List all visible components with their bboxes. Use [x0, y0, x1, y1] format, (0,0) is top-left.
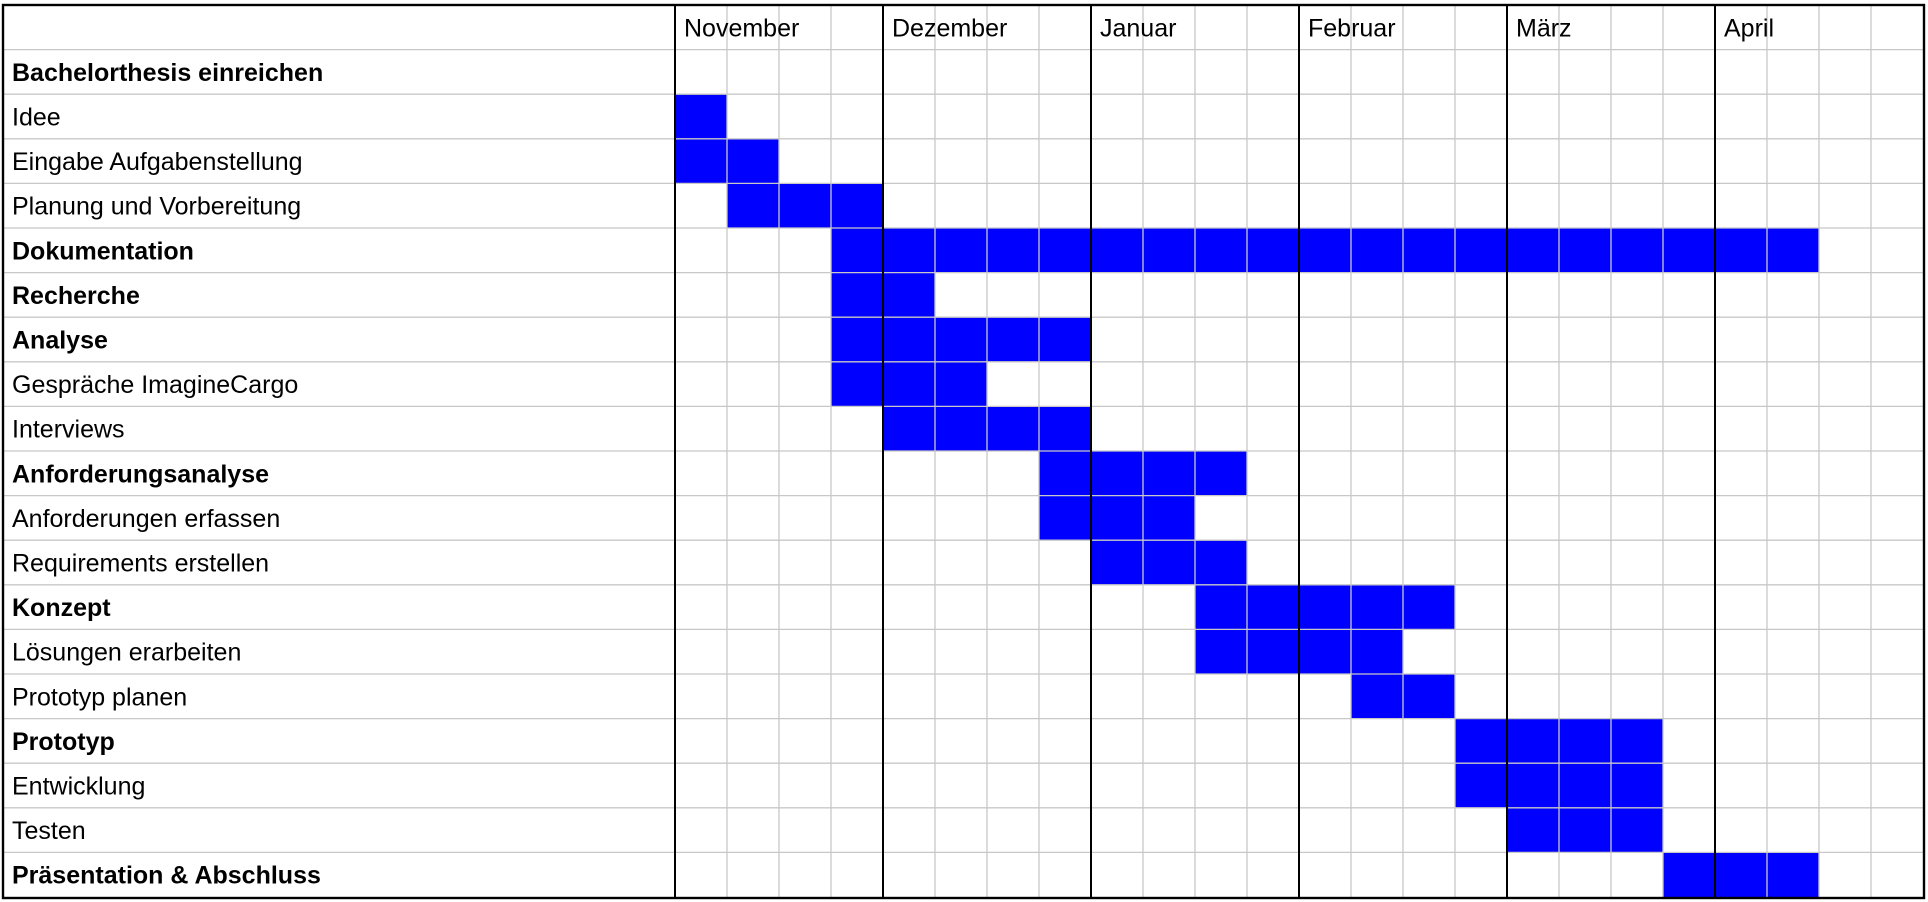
task-label: Entwicklung	[12, 773, 145, 801]
task-bar	[1091, 540, 1247, 585]
task-bar	[675, 94, 727, 139]
task-bar	[1195, 584, 1455, 630]
task-bar	[727, 183, 883, 228]
task-label: Gespräche ImagineCargo	[12, 371, 298, 399]
task-label: Requirements erstellen	[12, 550, 269, 578]
task-label: Analyse	[12, 327, 108, 355]
month-label: März	[1516, 14, 1572, 42]
task-bar	[1663, 852, 1819, 897]
task-bar	[1507, 807, 1663, 853]
month-label: November	[684, 14, 799, 42]
month-headers: November Dezember Januar Februar März April	[684, 14, 1774, 42]
task-label: Lösungen erarbeiten	[12, 639, 241, 667]
task-label: Interviews	[12, 416, 125, 444]
month-label: April	[1724, 14, 1774, 42]
task-label: Dokumentation	[12, 237, 194, 265]
task-label: Planung und Vorbereitung	[12, 193, 301, 221]
task-label: Eingabe Aufgabenstellung	[12, 148, 303, 176]
task-label: Recherche	[12, 282, 140, 310]
task-label: Bachelorthesis einreichen	[12, 59, 323, 87]
task-label: Testen	[12, 817, 86, 845]
task-bar	[831, 361, 987, 407]
grid-lines	[1, 3, 1926, 900]
task-bar	[1039, 495, 1195, 541]
table-border	[1, 3, 1926, 900]
task-label: Konzept	[12, 594, 111, 622]
month-label: Februar	[1308, 14, 1396, 42]
task-bar	[831, 317, 1091, 362]
month-label: Januar	[1100, 14, 1176, 42]
task-label: Idee	[12, 104, 61, 132]
task-label: Prototyp planen	[12, 683, 187, 711]
task-label: Präsentation & Abschluss	[12, 862, 321, 890]
task-label: Prototyp	[12, 728, 115, 756]
month-label: Dezember	[892, 14, 1007, 42]
task-label: Anforderungsanalyse	[12, 460, 269, 488]
task-bar	[831, 228, 1819, 273]
task-label: Anforderungen erfassen	[12, 505, 280, 533]
